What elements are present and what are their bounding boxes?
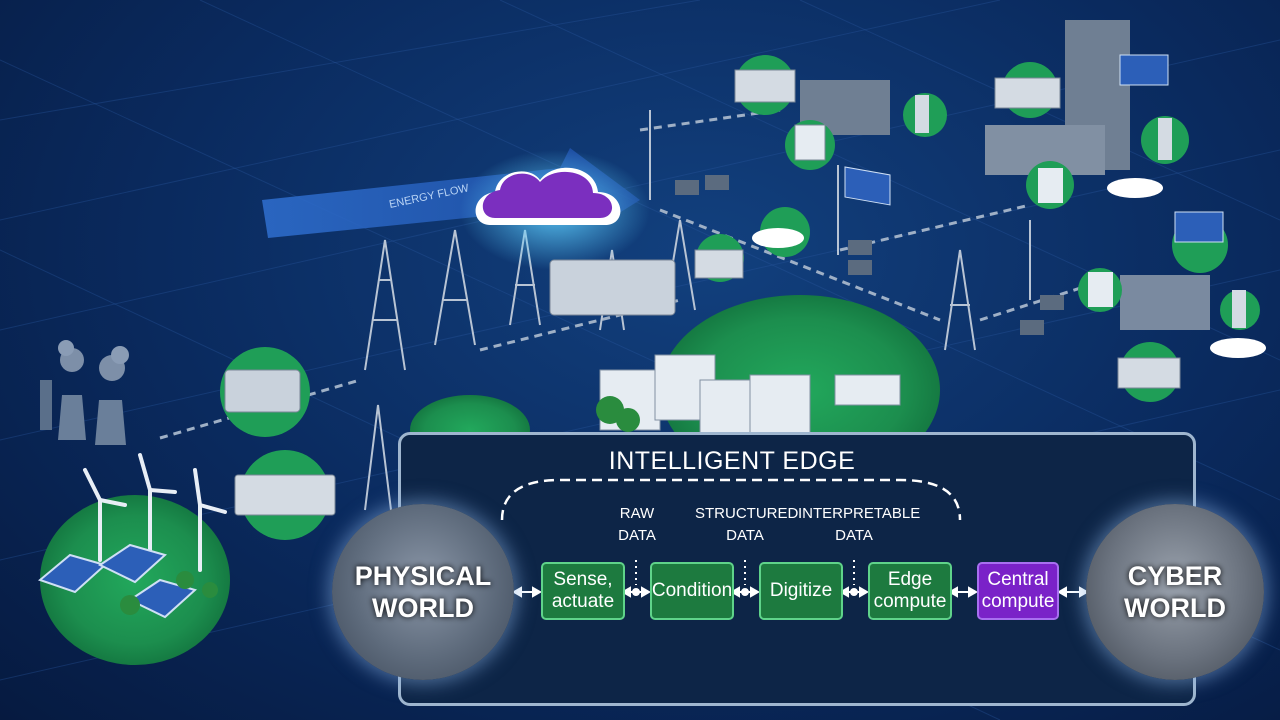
cyber-world-label: CYBER WORLD: [1124, 561, 1226, 623]
physical-world-node: PHYSICAL WORLD: [332, 504, 514, 680]
ev-car-icon: [752, 228, 804, 248]
stage-central-compute: Central compute: [977, 562, 1059, 620]
industrial-site: [734, 55, 947, 206]
stage-edge-compute: Edge compute: [868, 562, 952, 620]
cloud-icon: [475, 167, 621, 225]
stage-sense-actuate: Sense, actuate: [541, 562, 625, 620]
stage-condition: Condition: [650, 562, 734, 620]
solar-panel-icon: [844, 166, 891, 206]
panel-title: INTELLIGENT EDGE: [608, 447, 856, 475]
structured-data-label: STRUCTURED DATA: [695, 505, 799, 544]
raw-data-label: RAW DATA: [618, 505, 656, 544]
transformer-icon: [224, 369, 301, 413]
stage-digitize: Digitize: [759, 562, 843, 620]
solar-panel-icon-2: [1119, 54, 1169, 86]
ev-charger-icon: [915, 95, 929, 133]
physical-world-label: PHYSICAL WORLD: [354, 561, 492, 623]
power-plant: [40, 340, 129, 445]
wind-turbines: [83, 453, 227, 572]
battery-storage-icon: [234, 474, 336, 516]
cyber-world-node: CYBER WORLD: [1086, 504, 1264, 680]
city-buildings: [985, 20, 1266, 402]
substation-icon: [549, 259, 676, 316]
solar-panels: [37, 543, 198, 619]
interpretable-data-label: INTERPRETABLE DATA: [798, 505, 921, 544]
